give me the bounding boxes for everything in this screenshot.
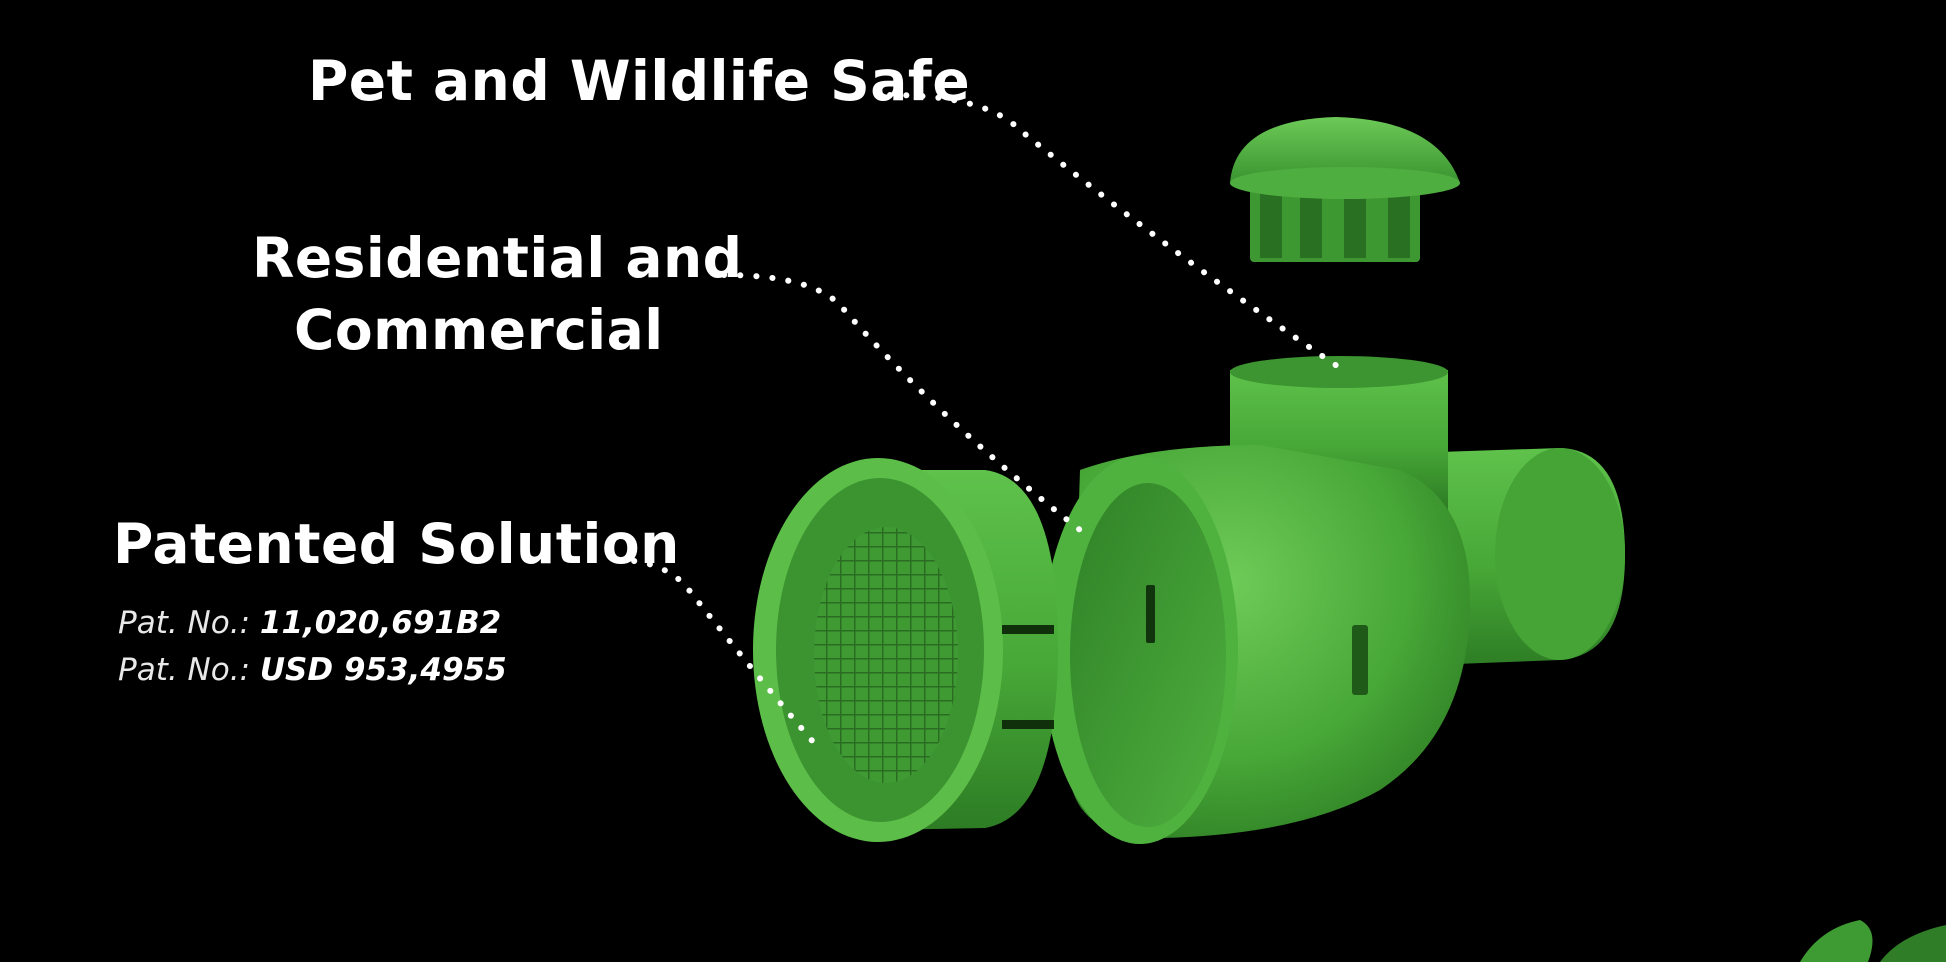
cap: [1230, 117, 1460, 262]
housing-inlet: [1042, 456, 1238, 844]
patent-number: 11,020,691B2: [259, 605, 502, 641]
patent-prefix: Pat. No.:: [118, 605, 251, 641]
leader-patented: [615, 557, 823, 753]
callout-patented-solution: Patented Solution: [113, 512, 680, 576]
insert-notch-lower: [1002, 720, 1054, 729]
leader-residential: [721, 272, 1083, 533]
leaf-logo-icon: [1800, 920, 1946, 962]
callout-residential-line2: Commercial: [294, 298, 664, 362]
callout-residential-commercial: Residential and Commercial: [252, 222, 742, 366]
patent-number: USD 953,4955: [259, 652, 507, 688]
patent-prefix: Pat. No.:: [118, 652, 251, 688]
filter-insert: [753, 458, 1058, 842]
patent-line: Pat. No.: USD 953,4955: [118, 647, 507, 694]
insert-notch-upper: [1002, 625, 1054, 634]
inlet-slot: [1146, 585, 1155, 643]
patent-number-list: Pat. No.: 11,020,691B2 Pat. No.: USD 953…: [118, 600, 507, 694]
housing-slot: [1352, 625, 1368, 695]
patent-line: Pat. No.: 11,020,691B2: [118, 600, 507, 647]
callout-residential-line1: Residential and: [252, 226, 743, 290]
callout-pet-wildlife-safe: Pet and Wildlife Safe: [308, 49, 971, 113]
